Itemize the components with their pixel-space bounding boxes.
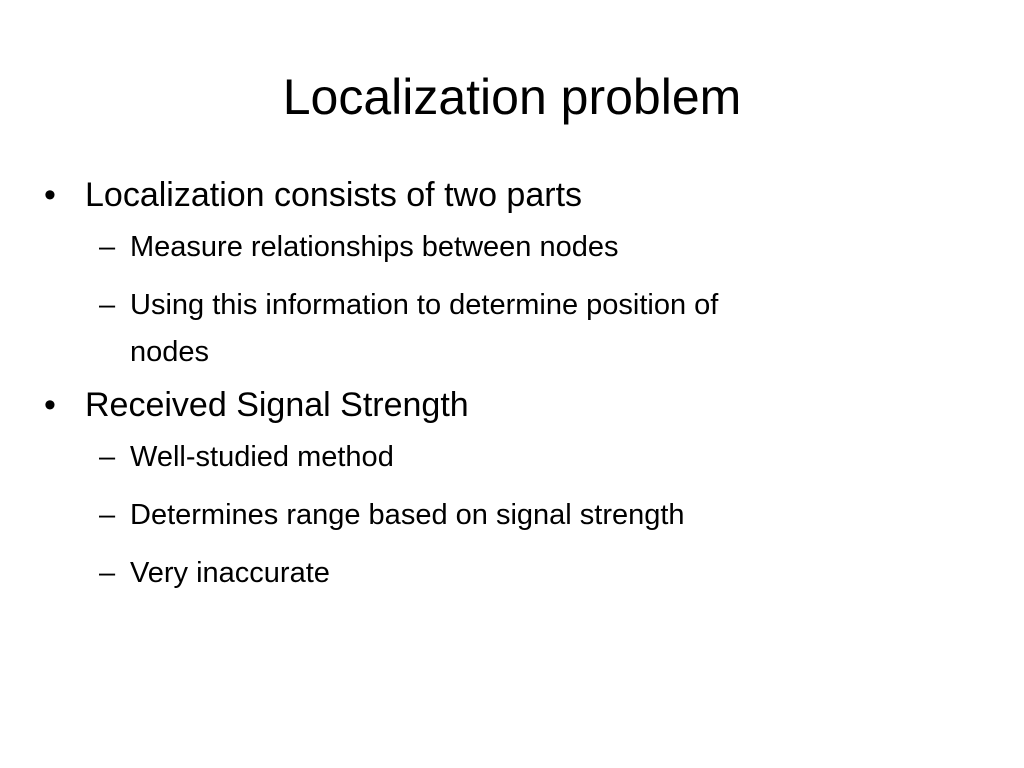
bullet-text: Received Signal Strength [85, 386, 469, 424]
sub-bullet-text: Using this information to determine posi… [130, 289, 719, 321]
sub-bullet-item: – Well-studied method [85, 434, 944, 480]
bullet-text: Localization consists of two parts [85, 176, 583, 214]
dash-icon: – [99, 557, 116, 589]
sub-bullet-item: – Very inaccurate [85, 550, 944, 596]
dash-icon: – [99, 231, 116, 263]
sub-bullet-list: – Well-studied method – Determines range… [85, 434, 944, 596]
sub-bullet-list: – Measure relationships between nodes – … [85, 224, 944, 376]
slide-title: Localization problem [282, 69, 742, 125]
bullet-icon: • [44, 386, 56, 424]
bullet-list: • Localization consists of two parts – M… [44, 172, 944, 596]
bullet-item: • Localization consists of two parts – M… [44, 172, 944, 376]
sub-bullet-item: – Using this information to determine po… [85, 282, 944, 376]
sub-bullet-text: Measure relationships between nodes [130, 231, 619, 263]
sub-bullet-item: – Measure relationships between nodes [85, 224, 944, 270]
sub-bullet-text-continued: nodes [130, 336, 210, 368]
bullet-icon: • [44, 176, 56, 214]
dash-icon: – [99, 499, 116, 531]
dash-icon: – [99, 441, 116, 473]
sub-bullet-text: Very inaccurate [130, 557, 330, 589]
dash-icon: – [99, 289, 116, 321]
sub-bullet-text: Well-studied method [130, 441, 394, 473]
sub-bullet-item: – Determines range based on signal stren… [85, 492, 944, 538]
bullet-item: • Received Signal Strength – Well-studie… [44, 382, 944, 596]
sub-bullet-text: Determines range based on signal strengt… [130, 499, 685, 531]
